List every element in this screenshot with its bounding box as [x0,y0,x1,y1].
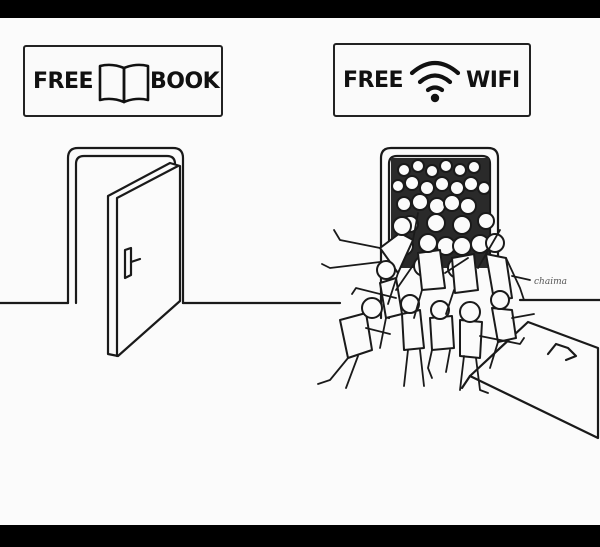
book-label: BOOK [150,69,220,94]
wifi-door-frame [379,146,500,320]
wifi-icon [408,53,462,109]
signature: chaima [534,277,567,287]
cartoon-panel: chaima FREE BOOK FREE [0,18,600,525]
free-book-sign: FREE BOOK [23,45,223,117]
free-label: FREE [33,69,94,94]
cartoon-scene: chaima [0,146,600,440]
book-door [106,161,182,358]
free-wifi-sign: FREE WIFI [333,43,531,117]
crowd [317,158,535,394]
book-door-frame [66,146,185,305]
free-label: FREE [343,68,404,93]
open-book-icon [96,60,152,110]
wifi-label: WIFI [466,68,520,93]
broken-door [460,320,600,440]
